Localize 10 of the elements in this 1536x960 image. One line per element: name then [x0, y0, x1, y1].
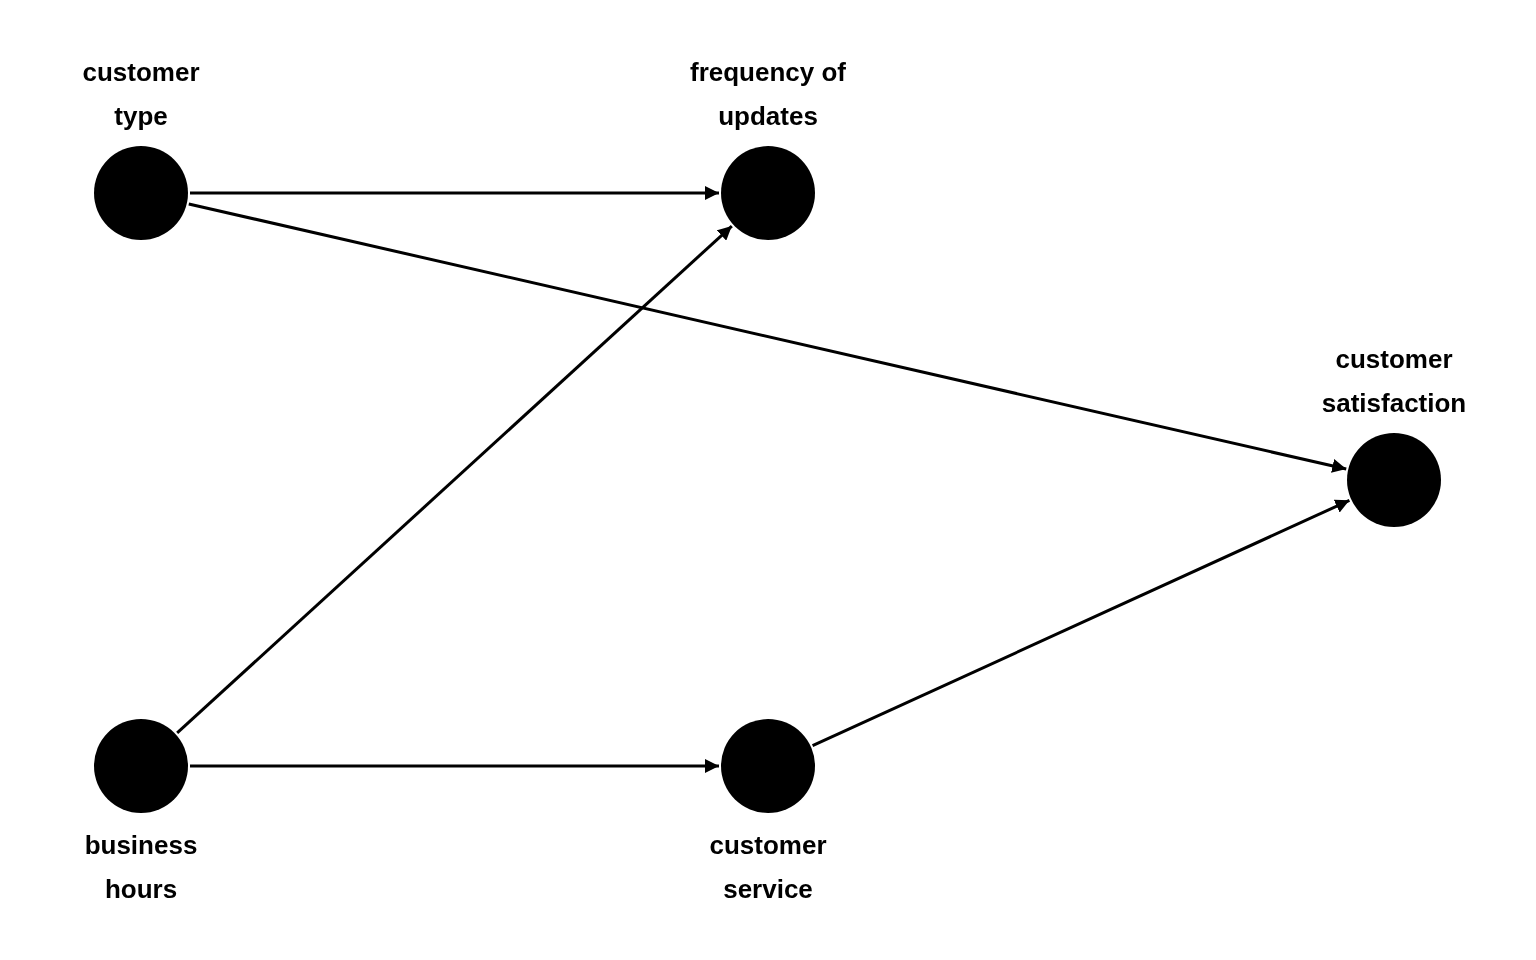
node-label: customer satisfaction — [1320, 343, 1468, 420]
arrow — [188, 202, 1347, 473]
node-label: business hours — [83, 829, 199, 906]
arrow — [176, 224, 733, 735]
arrow — [811, 499, 1351, 747]
node-label: frequency of updates — [689, 56, 847, 133]
arrow — [190, 759, 719, 773]
node-label: customer service — [708, 829, 828, 906]
node-label: customer type — [81, 56, 201, 133]
arrow — [190, 186, 719, 200]
